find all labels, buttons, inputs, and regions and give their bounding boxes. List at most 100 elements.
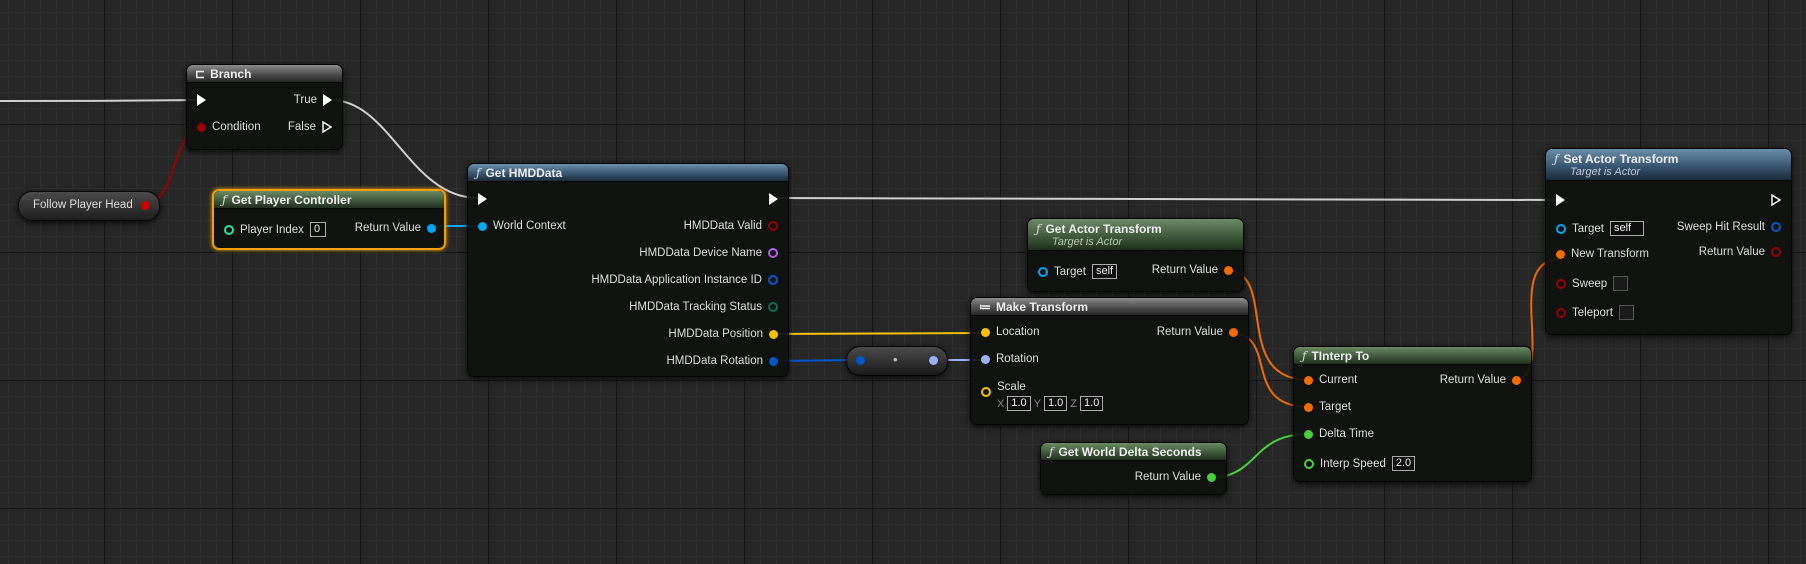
sweep-hit-result-label: Sweep Hit Result xyxy=(1676,221,1765,233)
object-pin-icon[interactable] xyxy=(427,223,436,233)
bool-pin-icon[interactable] xyxy=(1556,278,1566,289)
float-pin-icon[interactable] xyxy=(1207,472,1216,482)
interp-speed-label: Interp Speed xyxy=(1320,457,1386,470)
target-label: Target xyxy=(1572,222,1604,235)
transform-pin-icon[interactable] xyxy=(1512,375,1521,385)
bool-pin-icon[interactable] xyxy=(768,221,778,231)
world-context-label: World Context xyxy=(493,220,566,232)
branch-node[interactable]: ⊏ Branch True Condition False xyxy=(186,64,343,150)
get-player-controller-node[interactable]: ƒ Get Player Controller Player Index 0 R… xyxy=(212,189,446,250)
scale-y-input[interactable]: 1.0 xyxy=(1043,396,1068,411)
get-hmd-data-title: Get HMDData xyxy=(485,165,563,180)
hmd-rotation-label: HMDData Rotation xyxy=(666,355,763,367)
interp-speed-input[interactable]: 2.0 xyxy=(1391,456,1416,471)
get-actor-transform-node[interactable]: ƒ Get Actor Transform Target is Actor Ta… xyxy=(1027,218,1244,292)
function-icon: ƒ xyxy=(1036,221,1041,236)
object-pin-icon[interactable] xyxy=(1556,223,1566,234)
transform-pin-icon[interactable] xyxy=(1304,402,1313,412)
get-actor-transform-title: Get Actor Transform xyxy=(1045,221,1162,236)
current-label: Current xyxy=(1319,374,1358,386)
float-pin-icon[interactable] xyxy=(1304,458,1314,469)
target-self-input[interactable]: self xyxy=(1609,221,1644,236)
exec-wire-hmd-to-set xyxy=(774,197,1557,201)
get-hmd-data-node[interactable]: ƒ Get HMDData World Context HMDData Vali… xyxy=(467,163,789,377)
teleport-checkbox[interactable] xyxy=(1618,305,1634,320)
exec-out-pin-icon[interactable] xyxy=(769,193,778,205)
scale-x-input[interactable]: 1.0 xyxy=(1007,396,1031,411)
struct-pin-icon[interactable] xyxy=(856,356,865,365)
function-icon: ƒ xyxy=(1049,444,1054,459)
int-pin-icon[interactable] xyxy=(224,224,234,235)
teleport-label: Teleport xyxy=(1572,306,1613,319)
hmd-position-label: HMDData Position xyxy=(668,328,763,340)
tinterp-to-title: TInterp To xyxy=(1311,348,1370,363)
function-icon: ƒ xyxy=(476,165,481,180)
name-pin-icon[interactable] xyxy=(768,248,778,258)
transform-pin-icon[interactable] xyxy=(1556,249,1565,259)
exec-in-pin-icon[interactable] xyxy=(1556,194,1565,206)
enum-pin-icon[interactable] xyxy=(768,302,778,312)
function-icon: ƒ xyxy=(1302,348,1307,363)
rotation-label: Rotation xyxy=(996,353,1039,365)
rotator-pin-icon[interactable] xyxy=(929,356,938,365)
sweep-checkbox[interactable] xyxy=(1613,276,1629,291)
branch-icon: ⊏ xyxy=(195,66,206,81)
bool-pin-icon[interactable] xyxy=(197,122,206,132)
get-player-controller-title: Get Player Controller xyxy=(231,192,352,207)
make-transform-title: Make Transform xyxy=(996,299,1089,314)
return-value-label: Return Value xyxy=(1134,471,1201,483)
vector-pin-icon[interactable] xyxy=(769,329,778,339)
scale-label: Scale xyxy=(997,381,1026,393)
float-pin-icon[interactable] xyxy=(1304,429,1313,439)
return-value-label: Return Value xyxy=(1439,374,1506,386)
conversion-node[interactable]: • xyxy=(846,346,948,376)
branch-false-label: False xyxy=(287,121,316,133)
scale-y-label: Y xyxy=(1033,397,1041,410)
function-icon: ƒ xyxy=(222,192,227,207)
exec-out-pin-icon[interactable] xyxy=(1771,194,1781,206)
struct-pin-icon[interactable] xyxy=(769,356,778,366)
sweep-label: Sweep xyxy=(1572,277,1608,290)
object-pin-icon[interactable] xyxy=(1038,266,1048,277)
get-actor-transform-subtitle: Target is Actor xyxy=(1052,235,1123,248)
set-actor-transform-subtitle: Target is Actor xyxy=(1570,165,1641,178)
hmd-tracking-status-label: HMDData Tracking Status xyxy=(629,301,762,313)
object-pin-icon[interactable] xyxy=(478,221,487,231)
make-icon: ≔ xyxy=(979,299,991,314)
bool-pin-icon[interactable] xyxy=(1771,247,1781,257)
exec-wire-branch-true xyxy=(330,99,479,199)
follow-player-head-node[interactable]: Follow Player Head xyxy=(18,191,160,221)
hmd-valid-label: HMDData Valid xyxy=(683,220,762,232)
exec-in-pin-icon[interactable] xyxy=(197,94,206,106)
get-world-delta-seconds-title: Get World Delta Seconds xyxy=(1058,444,1202,459)
make-transform-node[interactable]: ≔ Make Transform Location Return Value R… xyxy=(970,297,1249,425)
transform-pin-icon[interactable] xyxy=(1304,375,1313,385)
transform-pin-icon[interactable] xyxy=(1229,327,1238,337)
get-world-delta-seconds-node[interactable]: ƒ Get World Delta Seconds Return Value xyxy=(1040,442,1227,495)
follow-player-head-label: Follow Player Head xyxy=(33,199,133,211)
exec-wire-in xyxy=(0,99,204,102)
scale-x-label: X xyxy=(997,397,1005,410)
struct-pin-icon[interactable] xyxy=(1771,222,1781,232)
player-index-input[interactable]: 0 xyxy=(309,222,326,237)
exec-false-pin-icon[interactable] xyxy=(322,121,332,133)
scale-z-label: Z xyxy=(1070,397,1078,410)
scale-z-input[interactable]: 1.0 xyxy=(1080,396,1104,411)
set-actor-transform-node[interactable]: ƒ Set Actor Transform Target is Actor Ta… xyxy=(1545,148,1792,335)
exec-in-pin-icon[interactable] xyxy=(478,193,487,205)
vector-pin-icon[interactable] xyxy=(981,327,990,337)
set-actor-transform-title: Set Actor Transform xyxy=(1563,151,1679,166)
struct-pin-icon[interactable] xyxy=(768,275,778,285)
return-value-label: Return Value xyxy=(354,222,421,234)
hmd-device-name-label: HMDData Device Name xyxy=(639,247,762,259)
player-index-label: Player Index xyxy=(240,223,304,236)
return-value-label: Return Value xyxy=(1156,326,1223,338)
target-self-input[interactable]: self xyxy=(1091,264,1118,279)
vector-pin-icon[interactable] xyxy=(981,387,991,397)
transform-pin-icon[interactable] xyxy=(1224,265,1233,275)
bool-pin-icon[interactable] xyxy=(1556,307,1566,318)
exec-true-pin-icon[interactable] xyxy=(323,94,332,106)
bool-pin-icon[interactable] xyxy=(140,200,150,210)
tinterp-to-node[interactable]: ƒ TInterp To Current Return Value Target… xyxy=(1293,346,1532,482)
rotator-pin-icon[interactable] xyxy=(981,354,990,364)
